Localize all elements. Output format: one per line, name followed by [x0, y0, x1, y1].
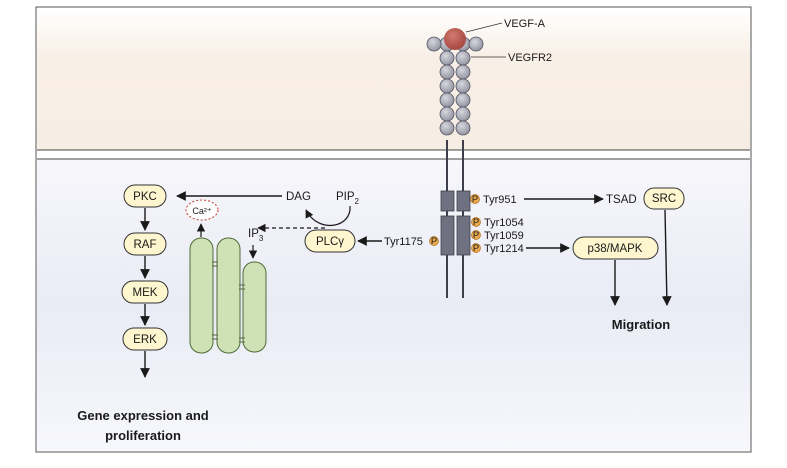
calcium-bubble: [185, 199, 219, 221]
kinase-domain-left-lower: [440, 215, 455, 256]
gene-expression-label-line1: Gene expression and: [77, 408, 209, 423]
src-node: [643, 187, 685, 210]
phospho-tyr1175: P: [429, 236, 439, 247]
vegfr2-label: VEGFR2: [508, 52, 552, 64]
p38-mapk-node: [572, 236, 659, 260]
kinase-domain-right-upper: [456, 190, 471, 212]
pkc-label: PKC: [133, 191, 157, 203]
ig-domain-left-5: [439, 92, 455, 108]
p-glyph: P: [472, 194, 478, 205]
p-glyph: P: [473, 230, 479, 241]
p-glyph: P: [431, 236, 437, 247]
vegf-a-ligand: [444, 28, 466, 50]
phospho-tyr1059: P: [471, 230, 481, 241]
p-glyph: P: [473, 217, 479, 228]
dag-label: DAG: [286, 191, 311, 203]
ig-domain-left-2: [439, 50, 455, 66]
p38-mapk-label: p38/MAPK: [588, 243, 643, 255]
tyr1214-label: Tyr1214: [484, 243, 524, 255]
ig-domain-left-3: [439, 64, 455, 80]
tsad-label: TSAD: [606, 194, 637, 206]
ig-domain-shoulder-right: [468, 36, 484, 52]
pip2-label: PIP2: [336, 191, 360, 206]
ip3-label: IP3: [248, 228, 264, 243]
tyr1054-label: Tyr1054: [484, 217, 524, 229]
ig-domain-left-6: [439, 106, 455, 122]
pip2-subscript: 2: [355, 197, 360, 206]
ip3-text: IP: [248, 228, 259, 240]
plc-gamma-node: [304, 229, 356, 253]
ig-domain-left-4: [439, 78, 455, 94]
pkc-node: [123, 184, 167, 208]
receptor-ig-domains: [426, 36, 484, 136]
ip3-subscript: 3: [259, 234, 264, 243]
ig-domain-right-6: [455, 106, 471, 122]
extracellular-space: [37, 8, 750, 150]
ig-domain-right-5: [455, 92, 471, 108]
gene-expression-label-line2: proliferation: [105, 428, 181, 443]
intracellular-space: [37, 159, 750, 451]
ig-domain-shoulder-left: [426, 36, 442, 52]
calcium-label: Ca²⁺: [192, 206, 212, 216]
kinase-domain-left-upper: [440, 190, 455, 212]
ig-domain-right-2: [455, 50, 471, 66]
er-cisterna-3: [242, 261, 267, 353]
pip2-cleavage-arc: [305, 205, 351, 226]
raf-node: [123, 232, 167, 256]
tyr1059-label: Tyr1059: [484, 230, 524, 242]
tyr951-label: Tyr951: [483, 194, 517, 206]
vegf-a-label: VEGF-A: [504, 18, 546, 30]
erk-label: ERK: [133, 334, 157, 346]
mek-label: MEK: [133, 287, 158, 299]
migration-label: Migration: [612, 317, 671, 332]
tyr1175-label: Tyr1175: [384, 236, 423, 248]
p-glyph: P: [473, 243, 479, 254]
erk-node: [122, 327, 168, 351]
src-label: SRC: [652, 193, 676, 205]
plc-gamma-label: PLCγ: [316, 236, 344, 248]
arrow-src-to-migration: [661, 209, 672, 306]
ig-domain-right-4: [455, 78, 471, 94]
er-cisterna-1: [189, 237, 214, 354]
phospho-tyr951: P: [470, 194, 480, 205]
kinase-domain-right-lower: [456, 215, 471, 256]
ig-domain-right-3: [455, 64, 471, 80]
ig-domain-left-7: [439, 120, 455, 136]
vegf-a-leader: [465, 22, 503, 33]
ig-domain-right-7: [455, 120, 471, 136]
er-cisterna-2: [216, 237, 241, 354]
raf-label: RAF: [134, 239, 157, 251]
mek-node: [121, 280, 169, 304]
phospho-tyr1214: P: [471, 243, 481, 254]
pip2-text: PIP: [336, 191, 355, 203]
er-junctions: [212, 261, 245, 343]
phospho-tyr1054: P: [471, 217, 481, 228]
